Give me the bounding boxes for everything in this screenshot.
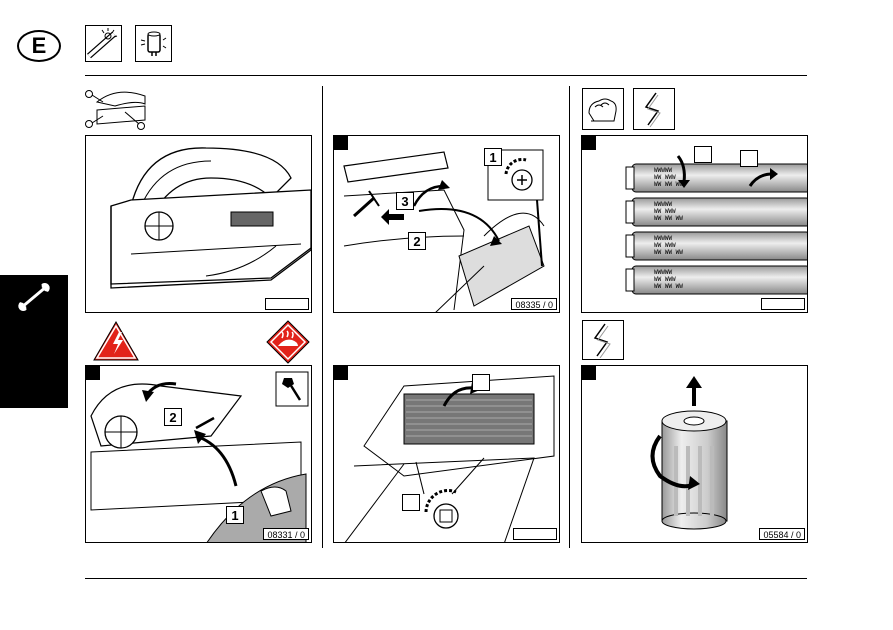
header-rule bbox=[85, 75, 807, 76]
step-number: 2 bbox=[164, 408, 182, 426]
footer-rule bbox=[85, 578, 807, 579]
figure-sunbed-overview bbox=[85, 135, 312, 313]
step-number: 3 bbox=[396, 192, 414, 210]
starter-rotate-icon bbox=[582, 320, 624, 360]
column-divider-2 bbox=[569, 86, 570, 548]
step-number: 2 bbox=[408, 232, 426, 250]
step-marker bbox=[86, 366, 100, 380]
lamp-tube-icon bbox=[85, 25, 122, 62]
step-marker bbox=[582, 136, 596, 150]
figure-code: 08331 / 0 bbox=[263, 528, 309, 540]
hot-surface-warning-icon bbox=[266, 320, 310, 364]
column-divider-1 bbox=[322, 86, 323, 548]
step-number: 1 bbox=[226, 506, 244, 524]
figure-code: 05584 / 0 bbox=[759, 528, 805, 540]
figure-code bbox=[513, 528, 557, 540]
figure-code bbox=[265, 298, 309, 310]
figure-code: 08335 / 0 bbox=[511, 298, 557, 310]
wrench-icon bbox=[18, 283, 50, 311]
step-marker bbox=[334, 136, 348, 150]
figure-code bbox=[761, 298, 805, 310]
step-number bbox=[402, 494, 420, 511]
service-side-tab bbox=[0, 275, 68, 408]
step-number bbox=[694, 146, 712, 163]
step-number bbox=[740, 150, 758, 167]
gloves-icon bbox=[582, 88, 624, 130]
figure-canopy-release: 2 1 08331 / 0 bbox=[85, 365, 312, 543]
starter-icon bbox=[135, 25, 172, 62]
electrical-hazard-icon bbox=[92, 320, 140, 362]
step-number bbox=[472, 374, 490, 391]
lamp-rotate-icon bbox=[633, 88, 675, 130]
sunbed-components-icon bbox=[85, 88, 149, 130]
step-marker bbox=[582, 366, 596, 380]
step-marker bbox=[334, 366, 348, 380]
step-number: 1 bbox=[484, 148, 502, 166]
language-badge: E bbox=[17, 30, 61, 62]
figure-open-canopy: 1 2 3 08335 / 0 bbox=[333, 135, 560, 313]
figure-cover-removal bbox=[333, 365, 560, 543]
figure-starter-replacement: 05584 / 0 bbox=[581, 365, 808, 543]
